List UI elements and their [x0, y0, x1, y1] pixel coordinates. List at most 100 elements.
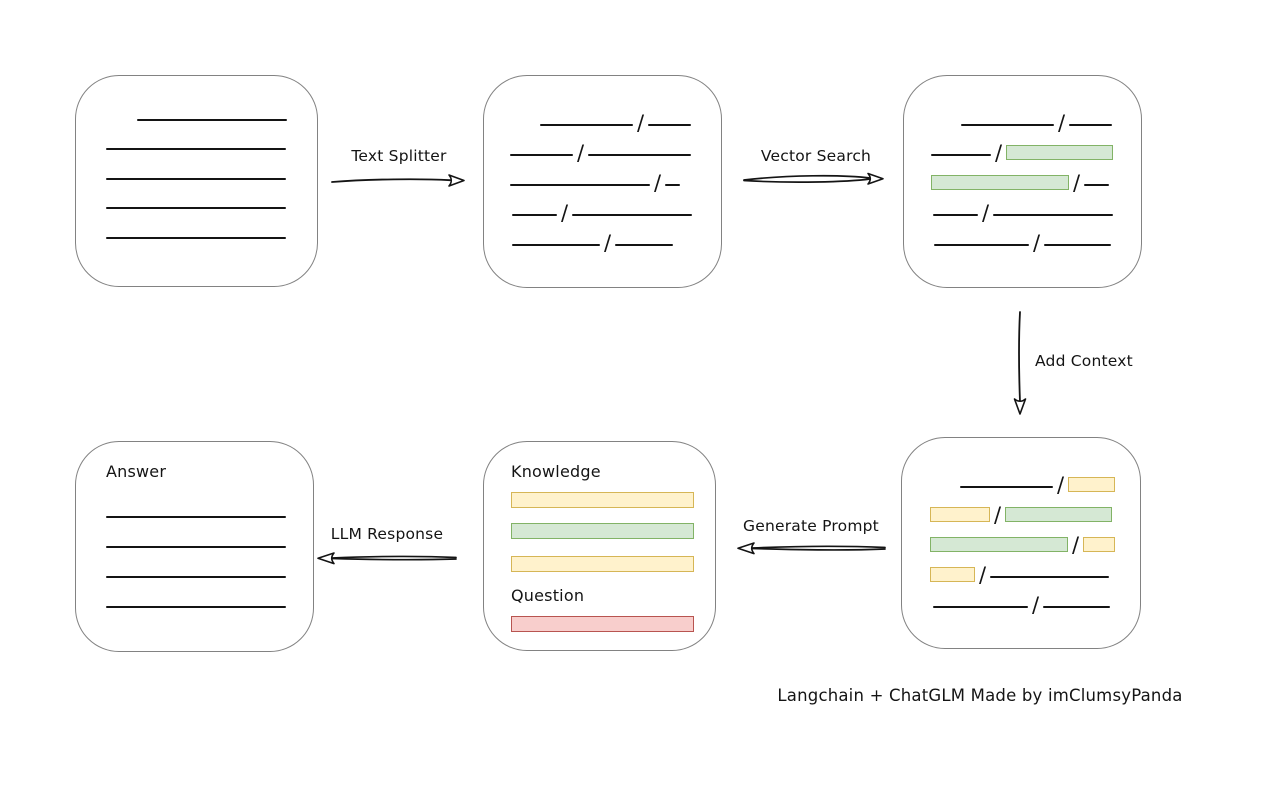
text-line	[510, 154, 573, 156]
text-line	[1069, 124, 1113, 126]
text-row: /	[512, 221, 721, 255]
chunk-highlight-green	[931, 175, 1069, 190]
text-line	[106, 148, 286, 150]
chunk-highlight-green	[1006, 145, 1114, 160]
text-line	[588, 154, 692, 156]
slash-separator: /	[995, 141, 1003, 165]
slash-separator: /	[1033, 231, 1041, 255]
add-context-arrow	[1013, 311, 1027, 415]
slash-separator: /	[637, 111, 645, 135]
text-row: /	[931, 131, 1141, 165]
text-line	[990, 576, 1110, 578]
llm-response-label: LLM Response	[330, 525, 444, 543]
slash-separator: /	[982, 201, 990, 225]
vector-search-arrow	[743, 172, 884, 185]
box-label: Question	[511, 586, 585, 605]
prompt-bar-green	[511, 523, 694, 539]
slash-separator: /	[1058, 111, 1066, 135]
text-line	[934, 244, 1029, 246]
text-line	[960, 486, 1053, 488]
text-line	[106, 576, 286, 578]
text-row: /	[960, 463, 1140, 497]
text-row: /	[930, 523, 1140, 557]
text-row	[106, 583, 313, 613]
chunk-highlight-yellow	[1083, 537, 1116, 552]
text-row: /	[961, 101, 1141, 135]
text-line	[933, 606, 1028, 608]
text-line	[106, 207, 286, 209]
slash-separator: /	[1032, 593, 1040, 617]
text-line	[615, 244, 674, 246]
chunk-highlight-yellow	[1068, 477, 1116, 492]
text-line	[106, 236, 286, 239]
text-row: /	[931, 161, 1141, 195]
text-line	[512, 214, 557, 216]
text-splitter-label: Text Splitter	[351, 147, 447, 165]
prompt-bar-red	[511, 616, 694, 632]
text-row: /	[510, 161, 721, 195]
chunk-highlight-green	[1005, 507, 1113, 522]
text-line	[931, 154, 991, 156]
generate-prompt-arrow	[737, 542, 886, 555]
text-row	[137, 96, 317, 126]
text-line	[993, 214, 1114, 216]
text-line	[961, 124, 1054, 126]
text-row	[106, 155, 317, 185]
box-label: Answer	[106, 462, 167, 481]
text-line	[1043, 606, 1111, 608]
add-context-label: Add Context	[1035, 352, 1133, 370]
generate-prompt-label: Generate Prompt	[743, 517, 879, 535]
text-splitter-arrow	[331, 174, 465, 187]
chunk-highlight-yellow	[930, 507, 990, 522]
text-line	[137, 118, 287, 121]
text-row: /	[512, 191, 721, 225]
text-row: /	[933, 583, 1140, 617]
text-line	[665, 184, 681, 186]
slash-separator: /	[577, 141, 585, 165]
text-line	[512, 244, 600, 246]
slash-separator: /	[654, 171, 662, 195]
text-row	[106, 493, 313, 523]
slash-separator: /	[604, 231, 612, 255]
slash-separator: /	[1057, 473, 1065, 497]
answer-box: Answer	[75, 441, 314, 652]
text-line	[572, 214, 693, 216]
slash-separator: /	[561, 201, 569, 225]
box-label: Knowledge	[511, 462, 601, 481]
text-row: /	[930, 553, 1140, 587]
context-chunks-box: / / / / /	[901, 437, 1141, 649]
text-row	[106, 214, 317, 244]
slash-separator: /	[979, 563, 987, 587]
text-row: /	[930, 493, 1140, 527]
text-row	[106, 553, 313, 583]
text-line	[106, 606, 286, 608]
text-row: /	[510, 131, 721, 165]
vector-search-label: Vector Search	[760, 147, 872, 165]
text-row	[106, 185, 317, 215]
matched-chunks-box: / / / / /	[903, 75, 1142, 288]
slash-separator: /	[1072, 533, 1080, 557]
text-row: /	[934, 221, 1141, 255]
text-row: /	[540, 101, 721, 135]
chunk-highlight-yellow	[930, 567, 975, 582]
text-line	[648, 124, 692, 126]
chunks-box: / / / / /	[483, 75, 722, 288]
chunk-highlight-green	[930, 537, 1068, 552]
text-row: /	[933, 191, 1141, 225]
llm-response-arrow	[317, 552, 457, 565]
slash-separator: /	[994, 503, 1002, 527]
slash-separator: /	[1073, 171, 1081, 195]
text-line	[540, 124, 633, 126]
prompt-bar-yellow	[511, 492, 694, 508]
prompt-bar-yellow	[511, 556, 694, 572]
text-row	[106, 126, 317, 156]
text-line	[510, 184, 650, 186]
text-line	[1084, 184, 1110, 186]
text-row	[106, 523, 313, 553]
text-line	[933, 214, 978, 216]
caption: Langchain + ChatGLM Made by imClumsyPand…	[777, 686, 1183, 705]
text-line	[106, 516, 286, 518]
document-box	[75, 75, 318, 287]
